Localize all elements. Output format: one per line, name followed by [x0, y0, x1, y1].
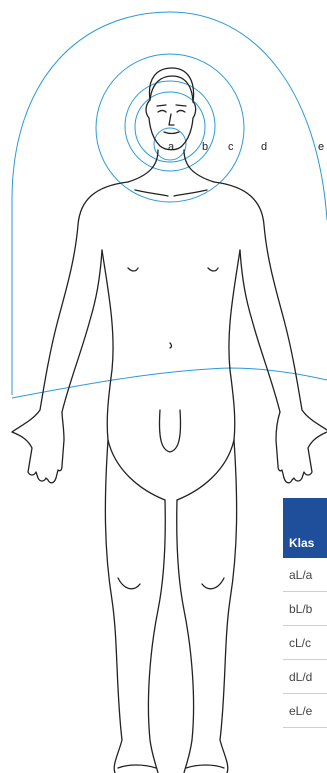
class-row-label: bL/b	[289, 602, 312, 616]
class-row-label: aL/a	[289, 568, 312, 582]
zone-e-lower-arc	[12, 368, 327, 398]
class-row-label: eL/e	[289, 704, 312, 718]
human-body-outline	[12, 68, 327, 773]
zone-e-outline	[12, 12, 327, 395]
class-row-a: aL/a	[283, 558, 327, 592]
class-row-c: cL/c	[283, 626, 327, 660]
zone-c-circle	[125, 81, 215, 171]
zone-label-c: c	[228, 141, 234, 153]
class-table-header-label: Klas	[289, 536, 314, 550]
zone-label-d: d	[261, 141, 267, 153]
zone-label-b: b	[202, 141, 208, 153]
class-table-header: Klas	[283, 498, 327, 558]
class-row-label: cL/c	[289, 636, 311, 650]
zone-label-a: a	[168, 141, 175, 153]
class-row-e: eL/e	[283, 694, 327, 728]
class-row-b: bL/b	[283, 592, 327, 626]
zone-label-e: e	[318, 141, 324, 153]
class-row-d: dL/d	[283, 660, 327, 694]
class-row-label: dL/d	[289, 670, 312, 684]
